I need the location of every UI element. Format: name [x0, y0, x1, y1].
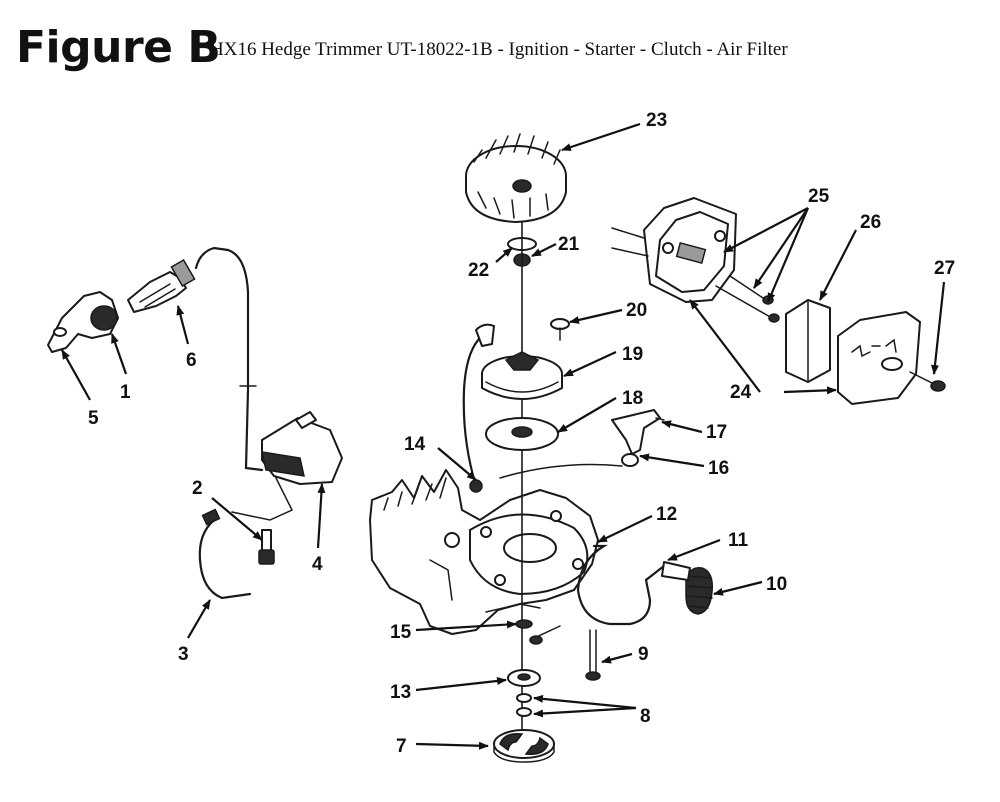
callout-22: 22 — [468, 260, 489, 281]
leader-25b — [766, 207, 810, 303]
callout-19: 19 — [622, 344, 643, 365]
figure-label: Figure B — [16, 22, 221, 73]
starter-handle — [611, 409, 665, 467]
leader-3 — [187, 599, 211, 639]
leader-20 — [569, 308, 623, 324]
leader-19 — [563, 351, 617, 377]
callout-16: 16 — [708, 458, 729, 479]
clutch-washer-upper — [516, 693, 532, 703]
leader-16 — [639, 453, 705, 468]
engine-housing — [369, 469, 599, 635]
leader-7 — [415, 741, 489, 750]
starter-spring-cup — [485, 417, 559, 451]
leader-26 — [819, 229, 857, 301]
callout-11: 11 — [728, 530, 749, 551]
flywheel — [465, 133, 567, 223]
callout-10: 10 — [766, 574, 787, 595]
leader-22 — [495, 247, 513, 263]
callout-18: 18 — [622, 388, 643, 409]
callout-26: 26 — [860, 212, 881, 233]
leader-11 — [667, 538, 721, 562]
leader-8a — [533, 694, 637, 710]
ignition-lead — [194, 246, 264, 472]
callout-27: 27 — [934, 258, 955, 279]
air-filter-cover — [837, 311, 921, 405]
crankcase-screws — [515, 619, 561, 645]
starter-pulley — [481, 351, 563, 400]
leader-14 — [437, 447, 477, 481]
callout-20: 20 — [626, 300, 647, 321]
callout-15: 15 — [390, 622, 412, 643]
clutch-washer-lower — [516, 707, 532, 717]
callout-23: 23 — [646, 110, 667, 131]
callout-6: 6 — [186, 350, 197, 371]
air-filter-element — [785, 299, 831, 383]
leader-24 — [689, 299, 761, 393]
callout-25: 25 — [808, 186, 830, 207]
pawl-screw — [550, 318, 570, 341]
leader-15 — [415, 620, 517, 632]
clutch-washer — [507, 669, 541, 687]
callout-13: 13 — [390, 682, 411, 703]
callout-17: 17 — [706, 422, 727, 443]
leader-8b — [533, 706, 637, 718]
callout-14: 14 — [404, 434, 426, 455]
callout-2: 2 — [192, 478, 203, 499]
ground-wire — [198, 518, 252, 600]
spark-plug — [127, 258, 196, 313]
callout-12: 12 — [656, 504, 677, 525]
leader-2 — [211, 497, 263, 541]
leader-24b — [783, 386, 837, 395]
callout-7: 7 — [396, 736, 407, 757]
leader-4 — [316, 483, 326, 549]
leader-9 — [601, 652, 633, 664]
air-filter-base — [611, 197, 737, 303]
leader-13 — [415, 677, 507, 692]
throttle-wire — [576, 544, 666, 626]
leader-25c — [723, 207, 809, 253]
clutch-shoes — [493, 729, 555, 763]
leader-23 — [561, 122, 641, 152]
mounting-screw — [585, 629, 601, 681]
leader-12 — [597, 515, 653, 543]
spark-plug-boot — [47, 291, 119, 353]
callout-leaders — [61, 122, 946, 750]
callout-21: 21 — [558, 234, 580, 255]
leader-25a — [753, 207, 809, 289]
leader-1 — [110, 333, 128, 375]
leader-10 — [713, 580, 763, 596]
starter-cord — [462, 334, 484, 488]
leader-21 — [531, 243, 557, 257]
callout-1: 1 — [120, 382, 131, 403]
callout-9: 9 — [638, 644, 649, 665]
coil-screw — [258, 529, 275, 565]
cover-screw — [909, 371, 946, 392]
leader-17 — [661, 420, 703, 434]
callout-4: 4 — [312, 554, 323, 575]
callout-8: 8 — [640, 706, 651, 727]
stop-switch — [661, 561, 714, 615]
callout-3: 3 — [178, 644, 189, 665]
leader-18 — [557, 397, 617, 433]
leader-6 — [176, 305, 190, 345]
figure-caption: HX16 Hedge Trimmer UT-18022-1B - Ignitio… — [210, 39, 788, 60]
leader-27 — [930, 281, 946, 375]
leader-5 — [61, 349, 91, 401]
ignition-coil — [231, 411, 343, 521]
callout-5: 5 — [88, 408, 99, 429]
callout-numbers: 1 2 3 4 5 6 7 8 9 10 11 12 13 14 15 16 1… — [88, 110, 955, 757]
callout-24: 24 — [730, 382, 752, 403]
